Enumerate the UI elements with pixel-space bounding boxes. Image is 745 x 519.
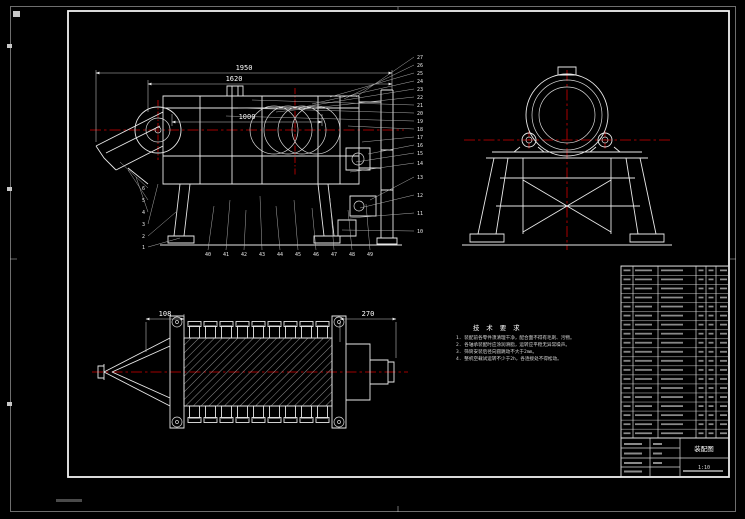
callout-number: 49	[367, 252, 373, 258]
callout-number: 11	[417, 211, 423, 217]
callout-number: 21	[417, 103, 423, 109]
callout-number: 25	[417, 71, 423, 77]
callout-number: 44	[277, 252, 283, 258]
callout-number: 15	[417, 151, 423, 157]
tech-notes: 技 术 要 求 1. 装配前各零件须清理干净，配合面不得有毛刺、污物。 2. 各…	[456, 323, 575, 362]
callout-number: 17	[417, 135, 423, 141]
callout-number: 18	[417, 127, 423, 133]
callout-number: 12	[417, 193, 423, 199]
margin-mark	[7, 44, 12, 48]
callout-number: 1	[142, 245, 145, 251]
callout-number: 27	[417, 55, 423, 61]
top-view: 108 270	[92, 310, 408, 429]
tech-note-line: 3. 筛筒安装后径向圆跳动不大于2mm。	[456, 348, 537, 355]
dim-inner-length: 1000	[239, 113, 256, 121]
callout-number: 19	[417, 119, 423, 125]
callout-number: 42	[241, 252, 247, 258]
parts-table-columns	[632, 266, 717, 438]
front-view-dimensions: 1950 1620 1000	[95, 64, 393, 142]
top-view-dimensions: 108 270	[145, 310, 397, 358]
dim-right-section: 270	[362, 310, 375, 318]
dim-body-length: 1620	[226, 75, 243, 83]
callout-number: 4	[142, 210, 145, 216]
callout-number: 13	[417, 175, 423, 181]
callout-number: 6	[142, 186, 145, 192]
callout-number: 43	[259, 252, 265, 258]
drawing-title: 装配图	[694, 444, 714, 453]
sheet-borders	[7, 6, 736, 512]
parts-table-rows	[621, 266, 729, 438]
margin-mark	[7, 187, 12, 191]
tech-note-line: 1. 装配前各零件须清理干净，配合面不得有毛刺、污物。	[456, 334, 575, 341]
front-view-callouts-right: 27 26 25 24 23 22 21 20 19 18 17 16 15 1…	[225, 55, 423, 235]
margin-mark	[13, 11, 20, 17]
callout-number: 23	[417, 87, 423, 93]
callout-number: 5	[142, 198, 145, 204]
callout-number: 3	[142, 222, 145, 228]
print-info-mark	[56, 499, 82, 502]
callout-number: 14	[417, 161, 423, 167]
callout-number: 40	[205, 252, 211, 258]
end-view-geometry	[462, 66, 672, 246]
callout-number: 20	[417, 111, 423, 117]
tech-note-line: 2. 各轴承装配时应涂润滑脂，运转应平稳无异常噪声。	[456, 341, 570, 348]
end-view-centerlines	[464, 70, 670, 250]
front-view-callouts-left: 6 5 4 3 2 1	[119, 161, 181, 251]
drawing-scale: 1:10	[698, 465, 710, 471]
callout-number: 26	[417, 63, 423, 69]
dim-overall-length: 1950	[236, 64, 253, 72]
dim-left-section: 108	[159, 310, 172, 318]
screw-body-hatched	[183, 337, 333, 407]
callout-number: 16	[417, 143, 423, 149]
callout-number: 22	[417, 95, 423, 101]
tech-notes-title: 技 术 要 求	[473, 323, 521, 332]
callout-number: 48	[349, 252, 355, 258]
margin-mark	[7, 402, 12, 406]
front-view: 1950 1620 1000 27 26 25 24 23 22 21 20 1…	[90, 55, 423, 258]
front-view-geometry	[95, 85, 402, 246]
tech-note-line: 4. 整机空载试运转不少于2h，各连接处不得松动。	[456, 355, 562, 362]
callout-number: 2	[142, 234, 145, 240]
front-view-callouts-bottom: 40 41 42 43 44 45 46 47 48 49	[205, 195, 373, 258]
top-view-geometry	[97, 315, 395, 429]
end-view	[462, 66, 672, 250]
callout-number: 10	[417, 229, 423, 235]
callout-number: 47	[331, 252, 337, 258]
callout-number: 24	[417, 79, 423, 85]
callout-number: 46	[313, 252, 319, 258]
callout-number: 41	[223, 252, 229, 258]
title-block: 装配图 1:10	[620, 437, 730, 478]
front-view-centerlines	[90, 88, 404, 176]
parts-table	[620, 265, 730, 439]
callout-number: 45	[295, 252, 301, 258]
centering-marks	[10, 7, 736, 512]
